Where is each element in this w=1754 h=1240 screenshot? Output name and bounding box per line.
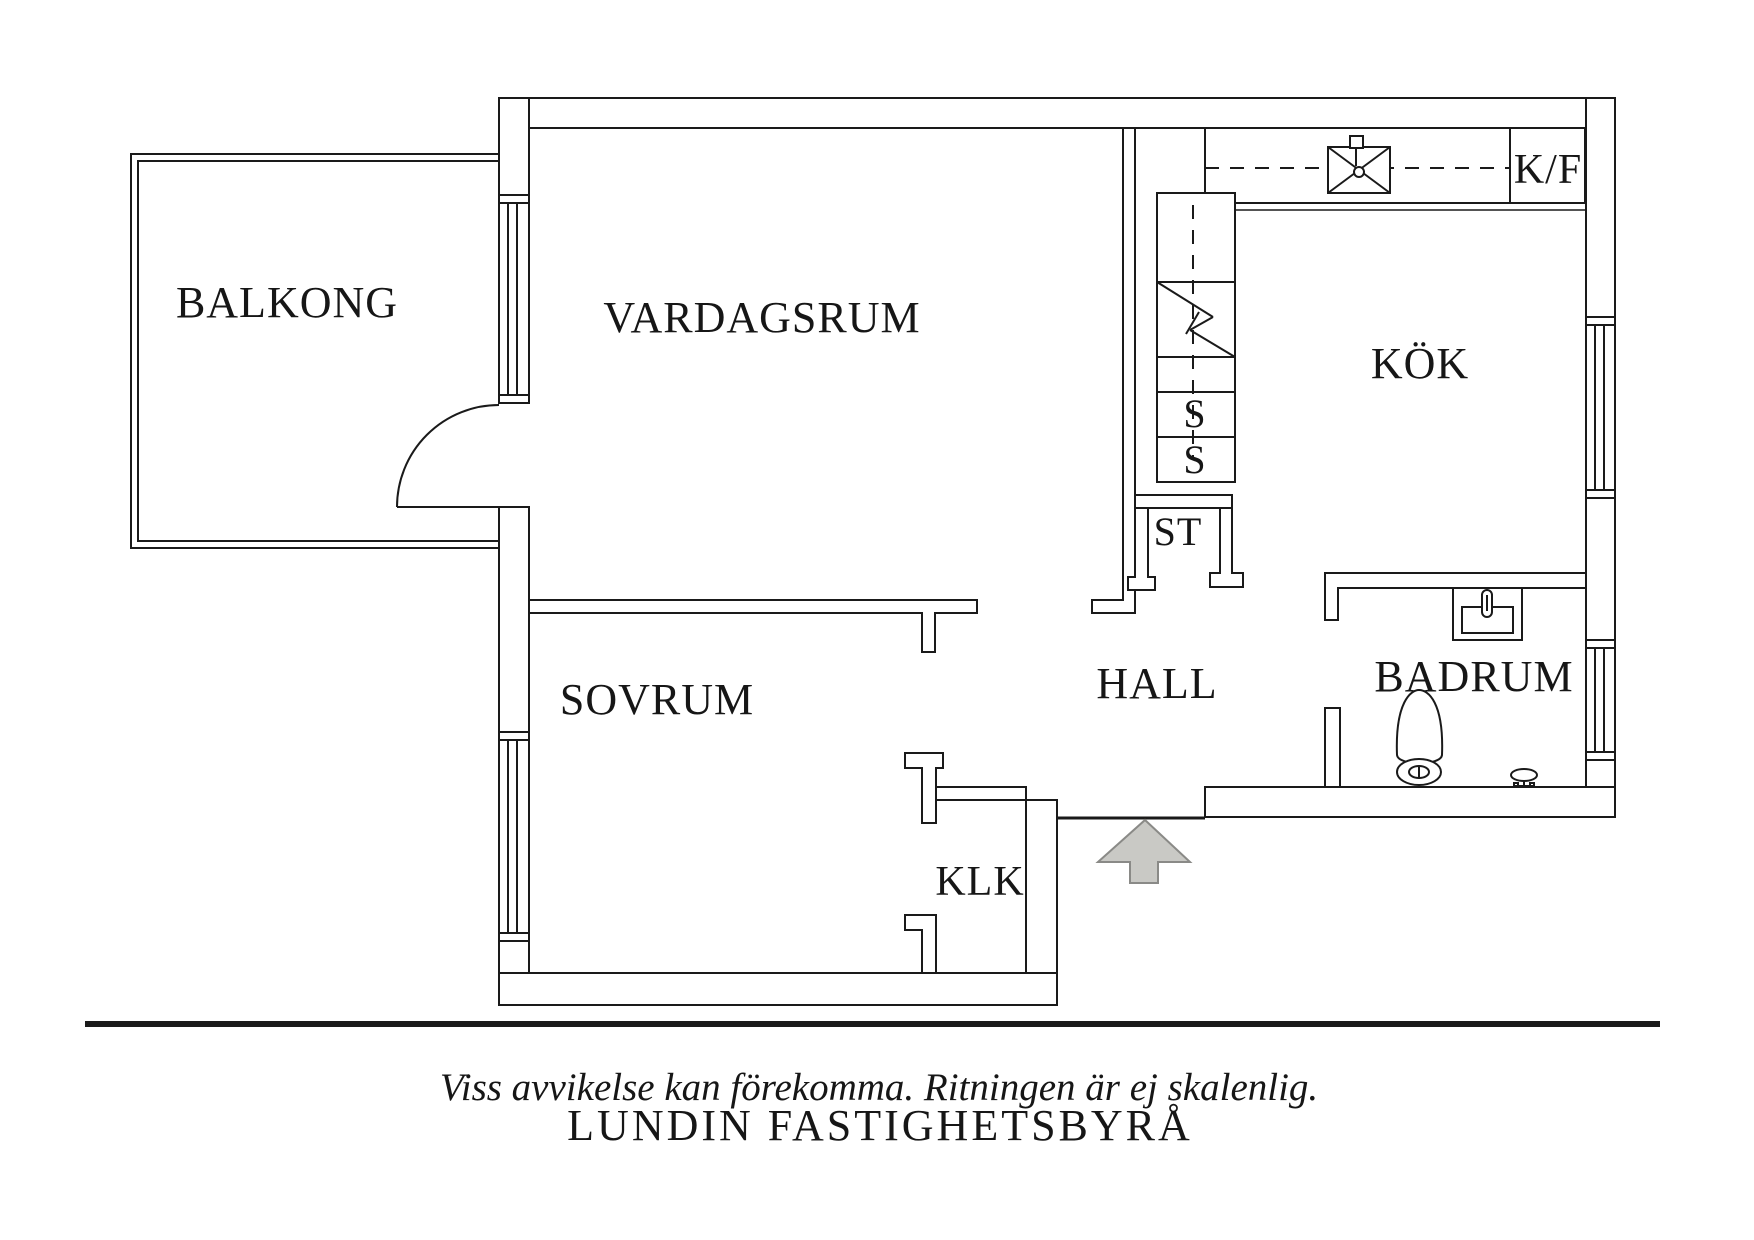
floor-drain-icon — [1510, 768, 1538, 787]
wall-bottom-badrum — [1204, 786, 1616, 818]
wall-st-top — [1134, 494, 1233, 509]
wall-sovrum-east-lower — [904, 914, 937, 974]
door-swing-arc — [396, 404, 500, 508]
window-kok — [1585, 316, 1616, 499]
bathroom-fixtures — [1395, 587, 1538, 787]
wall-left-mid — [498, 506, 530, 733]
wall-right-upper — [1585, 97, 1616, 318]
window-vardagsrum — [498, 194, 530, 404]
label-st: ST — [1154, 509, 1203, 554]
wall-top — [498, 97, 1616, 129]
windows — [498, 194, 1616, 942]
kitchen-sink-icon — [1327, 135, 1391, 194]
cabinet-column — [1156, 192, 1236, 483]
balcony-door — [396, 404, 500, 508]
wall-klk-top — [935, 786, 1027, 801]
kitchen-fittings — [1156, 127, 1586, 483]
label-sovrum: SOVRUM — [560, 675, 754, 724]
wall-kok-badrum-divider — [1324, 572, 1587, 621]
label-kok: KÖK — [1371, 339, 1469, 388]
entrance — [1057, 816, 1205, 884]
label-s-lower: S — [1183, 437, 1206, 482]
wall-badrum-west — [1324, 707, 1341, 788]
toilet-icon — [1395, 688, 1444, 786]
room-labels: BALKONG VARDAGSRUM KÖK HALL BADRUM SOVRU… — [176, 147, 1582, 905]
wall-sovrum-east-upper — [904, 752, 944, 824]
wall-right-mid — [1585, 497, 1616, 641]
footer-divider — [85, 1021, 1660, 1027]
label-vardagsrum: VARDAGSRUM — [603, 293, 920, 342]
label-badrum: BADRUM — [1374, 652, 1573, 701]
label-s-upper: S — [1183, 391, 1206, 436]
label-kf: K/F — [1514, 147, 1582, 193]
wall-klk-right — [1025, 799, 1058, 974]
wall-vardagsrum-east — [1091, 127, 1136, 614]
wall-st-left — [1127, 507, 1156, 591]
wall-vardagsrum-south — [528, 599, 978, 653]
footer: Viss avvikelse kan förekomma. Ritningen … — [85, 1021, 1660, 1150]
label-balkong: BALKONG — [176, 278, 398, 327]
dashed-cabinet-lines — [1192, 167, 1510, 460]
appliance-diagonal-icon — [1156, 281, 1236, 358]
footer-disclaimer: Viss avvikelse kan förekomma. Ritningen … — [440, 1066, 1318, 1109]
entrance-arrow-icon — [1095, 818, 1193, 884]
label-klk: KLK — [935, 859, 1024, 905]
wall-left-upper — [498, 97, 530, 196]
window-sovrum — [498, 731, 530, 942]
walls — [498, 97, 1616, 1006]
fridge-freezer-box — [1509, 127, 1586, 204]
balcony-railing — [130, 153, 499, 549]
wall-bottom-left — [498, 972, 1058, 1006]
label-hall: HALL — [1096, 659, 1217, 708]
footer-brand: LUNDIN FASTIGHETSBYRÅ — [567, 1101, 1193, 1150]
window-badrum — [1585, 639, 1616, 761]
bathroom-sink-icon — [1452, 587, 1523, 641]
wall-st-right — [1209, 507, 1244, 588]
